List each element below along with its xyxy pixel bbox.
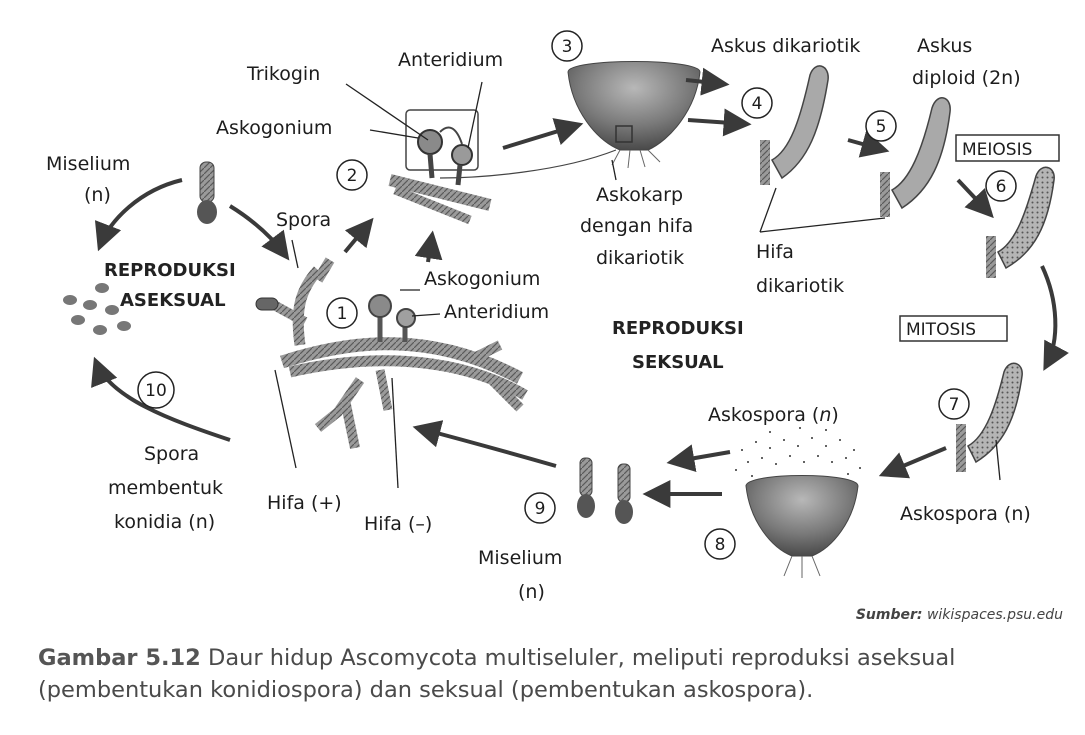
source-credit: Sumber: wikispaces.psu.edu (856, 607, 1063, 623)
step-4-marker (741, 87, 773, 119)
miselium-bottom-organisms (577, 457, 633, 524)
step-7-marker (938, 388, 970, 420)
label-spora-membentuk-line2: membentuk (108, 477, 223, 499)
label-spora-membentuk-line1: Spora (144, 443, 199, 465)
figure-caption: Gambar 5.12 Daur hidup Ascomycota multis… (38, 642, 1068, 706)
step-2-number: 2 (347, 166, 358, 186)
caption-text: Daur hidup Ascomycota multiseluler, meli… (38, 645, 956, 703)
step-2-marker (336, 159, 368, 191)
askogonium-cell (368, 294, 392, 318)
label-miselium-bottom-n: (n) (518, 581, 545, 603)
step-5-number: 5 (876, 117, 887, 137)
step-8-number: 8 (715, 535, 726, 555)
miselium-top-organism (197, 161, 217, 224)
label-reproduksi-aseksual-line1: REPRODUKSI (104, 260, 236, 281)
label-spora-membentuk-line3: konidia (n) (114, 511, 215, 533)
askokarp-cup (567, 61, 701, 169)
label-askokarp-line3: dikariotik (596, 247, 684, 269)
step-9-marker (524, 492, 556, 524)
askus-diploid-organism (880, 97, 951, 217)
label-miselium-top-n: (n) (84, 184, 111, 206)
hyphae-network (255, 257, 528, 450)
label-reproduksi-seksual-line1: REPRODUKSI (612, 318, 744, 339)
step-3-number: 3 (562, 37, 573, 57)
source-label: Sumber: (855, 607, 923, 623)
label-askus-diploid-line1: Askus (917, 35, 972, 57)
label-hifa-minus: Hifa (–) (364, 513, 432, 535)
step-10-number: 10 (145, 381, 167, 401)
step-markers (137, 30, 1017, 560)
step-5-marker (865, 110, 897, 142)
label-anteridium-mid: Anteridium (444, 301, 549, 323)
anteridium-cell (396, 308, 416, 328)
life-cycle-diagram: Miselium (n) Trikogin Anteridium Askogon… (46, 30, 1069, 603)
askokarp-releasing-spores (735, 427, 861, 578)
label-askus-diploid-line2: diploid (2n) (912, 67, 1021, 89)
step-1-number: 1 (337, 304, 348, 324)
label-mitosis: MITOSIS (906, 320, 976, 340)
mitosis-box (899, 315, 1008, 342)
label-anteridium-top: Anteridium (398, 49, 503, 71)
label-hifa-dikariotik-line2: dikariotik (756, 275, 844, 297)
askospora-ascus-organism (956, 362, 1023, 472)
leader-lines (274, 81, 1001, 489)
meiosis-ascus-organism (986, 166, 1055, 278)
label-askospora-right: Askospora (n) (900, 503, 1031, 525)
step-7-number: 7 (949, 395, 960, 415)
label-trikogin: Trikogin (246, 63, 320, 85)
askus-dikariotik-organism (760, 65, 829, 185)
caption-label: Gambar 5.12 (38, 645, 201, 671)
step-6-number: 6 (996, 177, 1007, 197)
step-1-marker (326, 297, 358, 329)
step-8-marker (704, 528, 736, 560)
source-value: wikispaces.psu.edu (926, 607, 1063, 623)
label-spora: Spora (276, 209, 331, 231)
step-10-marker (137, 371, 175, 409)
label-miselium-bottom: Miselium (478, 547, 562, 569)
step-6-marker (985, 170, 1017, 202)
label-askospora-top: Askospora (n) (708, 404, 839, 426)
fertilization-closeup (388, 109, 492, 225)
label-hifa-dikariotik-line1: Hifa (756, 241, 794, 263)
label-askogonium-mid: Askogonium (424, 268, 540, 290)
label-askus-dikariotik: Askus dikariotik (711, 35, 860, 57)
step-4-number: 4 (752, 94, 763, 114)
meiosis-box (955, 134, 1060, 162)
cycle-arrows (91, 67, 1069, 508)
label-askogonium-top: Askogonium (216, 117, 332, 139)
label-reproduksi-aseksual-line2: ASEKSUAL (120, 290, 226, 311)
label-miselium-top: Miselium (46, 153, 130, 175)
step-3-marker (551, 30, 583, 62)
step-9-number: 9 (535, 499, 546, 519)
asexual-spores (63, 283, 131, 335)
label-hifa-plus: Hifa (+) (267, 492, 342, 514)
zoom-connector-line (439, 149, 617, 179)
label-reproduksi-seksual-line2: SEKSUAL (632, 352, 724, 373)
label-askokarp-line2: dengan hifa (580, 215, 693, 237)
label-meiosis: MEIOSIS (962, 140, 1032, 160)
label-askokarp-line1: Askokarp (596, 184, 683, 206)
